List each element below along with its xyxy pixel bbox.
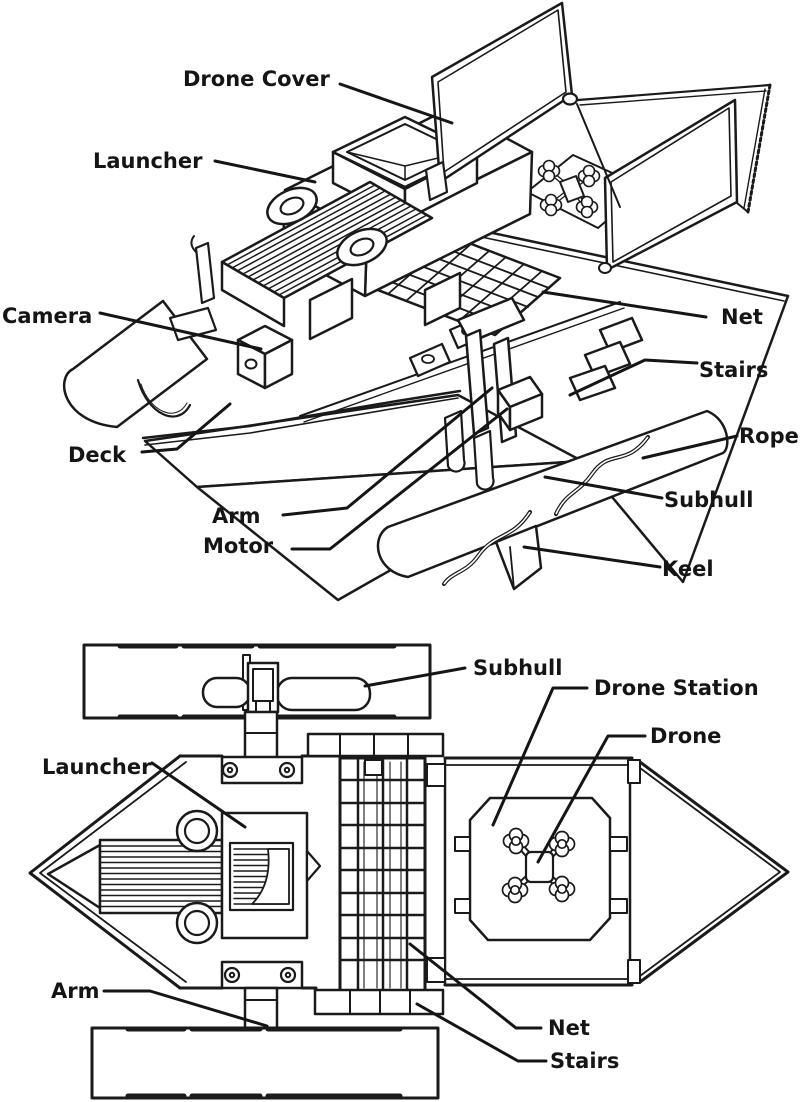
leader-drone [536, 734, 647, 864]
drone-2d [501, 827, 576, 904]
drone-cover-bow-flap [576, 83, 772, 214]
leader-stairs [568, 358, 699, 397]
leader-launcher [213, 159, 317, 184]
launcher-2d [46, 809, 322, 945]
leader-arm [281, 386, 494, 517]
isometric-view: Drone Cover Launcher Camera Deck Arm Mot… [2, 1, 799, 602]
drone-3d [537, 159, 601, 219]
label-stairs-bottomview: Stairs [550, 1049, 619, 1073]
label-keel: Keel [662, 557, 714, 581]
label-subhull: Subhull [664, 488, 753, 512]
label-arm-bottomview: Arm [51, 979, 100, 1003]
label-net: Net [721, 305, 763, 329]
subhull-right-3d [376, 409, 729, 579]
leader-subhull-bottomview [363, 666, 467, 688]
left-arm-post-3d [168, 235, 218, 342]
label-launcher-bottomview: Launcher [42, 755, 152, 779]
label-arm: Arm [212, 504, 261, 528]
label-stairs: Stairs [699, 358, 768, 382]
leader-camera [98, 311, 263, 351]
leader-subhull [543, 475, 664, 500]
drone-cover-right-panel [598, 98, 739, 274]
leader-drone-station [491, 686, 589, 827]
label-deck: Deck [68, 443, 127, 467]
leader-keel [522, 545, 662, 569]
leader-drone-cover [338, 82, 454, 125]
leader-rope [641, 434, 739, 460]
stairs-3d [568, 316, 644, 402]
leader-arm-bottomview [102, 989, 269, 1028]
label-subhull-bottomview: Subhull [473, 656, 562, 680]
arm-top-2d [201, 654, 372, 785]
net-stairs-grid-2d [306, 732, 445, 1016]
keel-3d [494, 524, 543, 591]
leader-launcher-bottomview [150, 761, 247, 829]
leader-net-bottomview [408, 942, 543, 1030]
label-launcher: Launcher [93, 149, 203, 173]
top-down-view: Subhull Drone Station Drone Launcher Arm… [28, 643, 790, 1100]
label-drone: Drone [650, 724, 721, 748]
rope-3d [442, 435, 650, 586]
arm-motor-3d [443, 296, 544, 491]
leader-deck [140, 402, 232, 454]
label-motor: Motor [203, 534, 274, 558]
leader-motor [290, 407, 509, 551]
label-drone-station: Drone Station [594, 676, 759, 700]
camera-3d [236, 324, 294, 390]
label-net-bottomview: Net [548, 1016, 590, 1040]
label-camera: Camera [2, 304, 92, 328]
subhull-left-3d [63, 299, 209, 429]
label-drone-cover: Drone Cover [183, 67, 330, 91]
leader-net [541, 290, 708, 319]
label-rope: Rope [739, 424, 799, 448]
subhull-bottom-2d [90, 1026, 440, 1100]
drone-cover-left-panel [424, 1, 579, 202]
leader-stairs-bottomview [415, 1002, 548, 1063]
